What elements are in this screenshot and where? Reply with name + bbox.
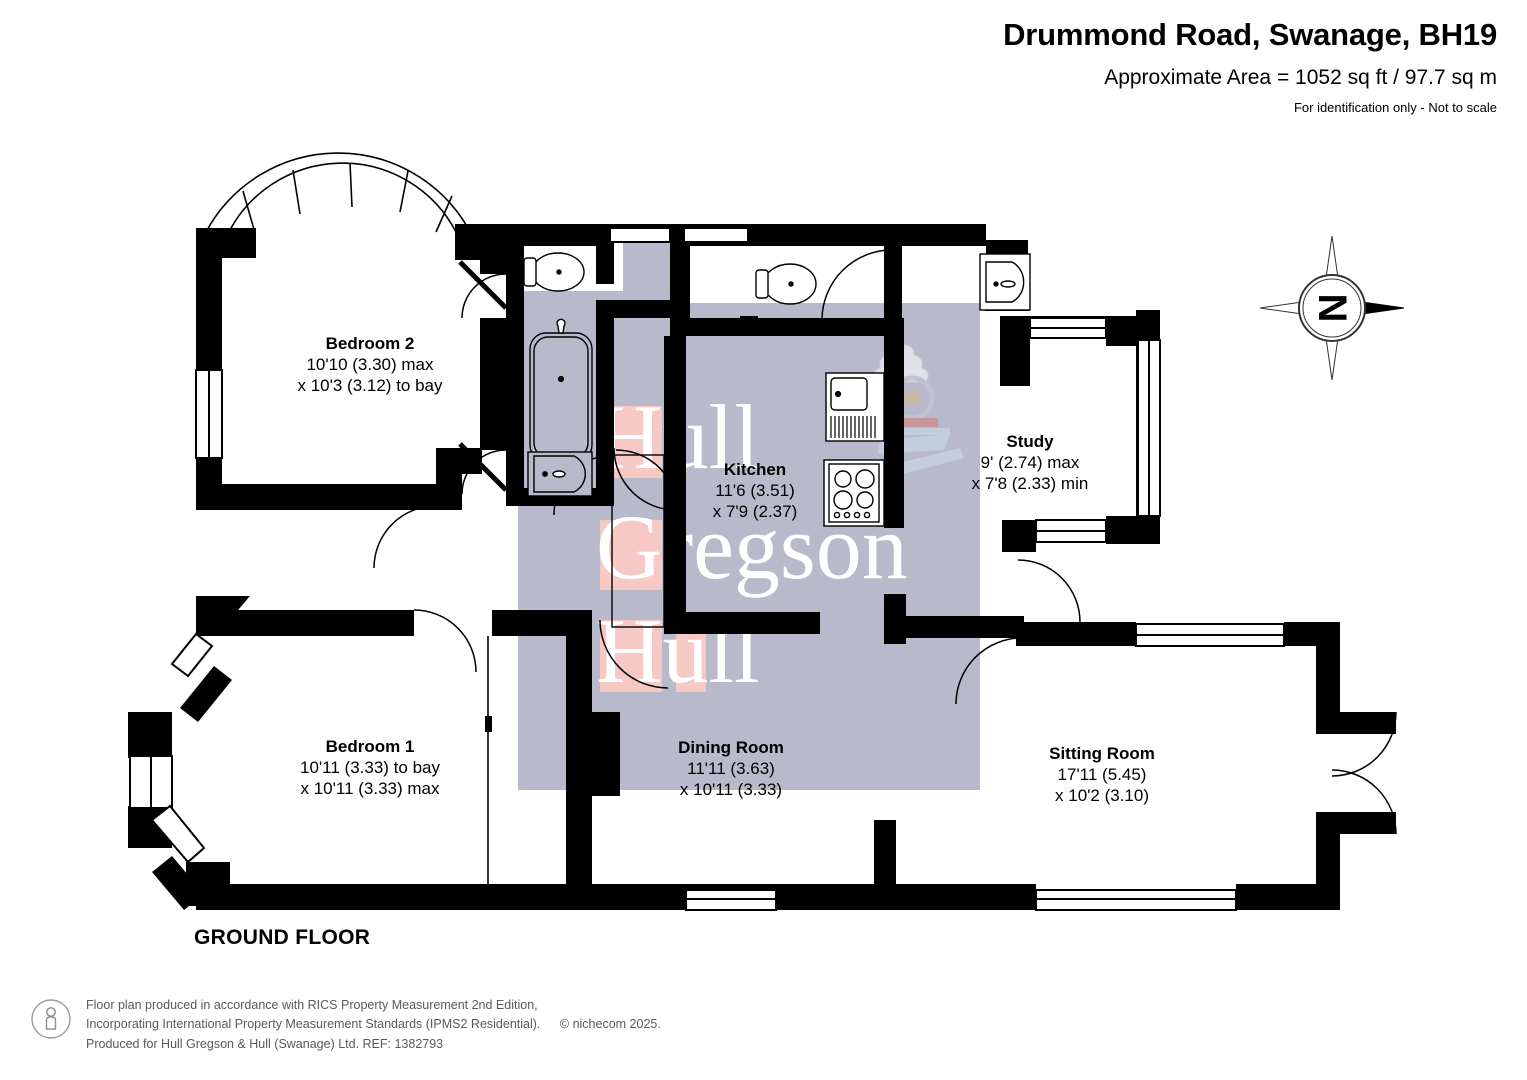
plan-footer: Floor plan produced in accordance with R… [30, 996, 661, 1054]
kitchen-unit-outline [611, 454, 665, 628]
page-title: Drummond Road, Swanage, BH19 [1003, 17, 1497, 52]
door-swings [373, 249, 1397, 835]
room-name: Bedroom 2 [325, 334, 415, 353]
room-name: Kitchen [723, 460, 787, 479]
windows [129, 227, 1285, 911]
footer-line-2: Incorporating International Property Mea… [86, 1017, 541, 1032]
room-name: Study [1006, 432, 1054, 451]
cloak-basin-fixture [979, 253, 1031, 311]
room-dimension-2: x 10'2 (3.10) [1055, 786, 1149, 806]
room-dimension-1: 10'11 (3.33) to bay [300, 758, 440, 778]
room-label-bedroom-1: Bedroom 1 10'11 (3.33) to bay x 10'11 (3… [255, 736, 485, 799]
room-dimension-2: x 10'11 (3.33) max [300, 779, 440, 799]
room-dimension-2: x 7'8 (2.33) min [971, 474, 1089, 494]
room-dimension-1: 9' (2.74) max [980, 453, 1080, 473]
room-dimension-1: 11'11 (3.63) [687, 759, 775, 779]
scale-disclaimer: For identification only - Not to scale [1293, 100, 1497, 116]
room-label-sitting-room: Sitting Room 17'11 (5.45) x 10'2 (3.10) [1007, 743, 1197, 806]
room-label-bedroom-2: Bedroom 2 10'10 (3.30) max x 10'3 (3.12)… [255, 333, 485, 396]
wardrobe-outline [485, 636, 492, 884]
room-dimension-2: x 10'11 (3.33) [679, 780, 783, 800]
room-dimension-1: 11'6 (3.51) [715, 481, 795, 501]
room-label-dining-room: Dining Room 11'11 (3.63) x 10'11 (3.33) [636, 737, 826, 800]
fixtures [485, 252, 1031, 884]
room-label-study: Study 9' (2.74) max x 7'8 (2.33) min [925, 431, 1135, 494]
footer-copyright: © nichecom 2025. [559, 1017, 661, 1032]
kitchen-sink-fixture [825, 372, 885, 442]
toilet-fixture-1 [523, 252, 585, 292]
compass-rose: N [1252, 228, 1412, 388]
plan-header: Drummond Road, Swanage, BH19 Approximate… [1003, 17, 1497, 116]
room-name: Sitting Room [1049, 744, 1155, 763]
room-dimension-1: 10'10 (3.30) max [306, 355, 434, 375]
room-dimension-2: x 7'9 (2.37) [712, 502, 798, 522]
floor-level-label: GROUND FLOOR [194, 926, 371, 949]
toilet-fixture-2 [755, 263, 817, 305]
room-name: Dining Room [678, 738, 784, 757]
room-name: Bedroom 1 [325, 737, 415, 756]
bedroom2-bay-arc [205, 152, 469, 239]
footer-line-1: Floor plan produced in accordance with R… [86, 998, 538, 1012]
person-accessibility-icon [30, 998, 72, 1040]
room-dimension-2: x 10'3 (3.12) to bay [297, 376, 443, 396]
bath-fixture [529, 318, 593, 462]
basin-fixture [527, 451, 593, 497]
room-dimension-1: 17'11 (5.45) [1057, 765, 1147, 785]
footer-line-3: Produced for Hull Gregson & Hull (Swanag… [86, 1036, 444, 1051]
compass-letter-n: N [1310, 294, 1354, 323]
room-label-kitchen: Kitchen 11'6 (3.51) x 7'9 (2.37) [695, 459, 815, 522]
kitchen-hob-fixture [823, 459, 885, 527]
approximate-area: Approximate Area = 1052 sq ft / 97.7 sq … [1104, 66, 1497, 90]
